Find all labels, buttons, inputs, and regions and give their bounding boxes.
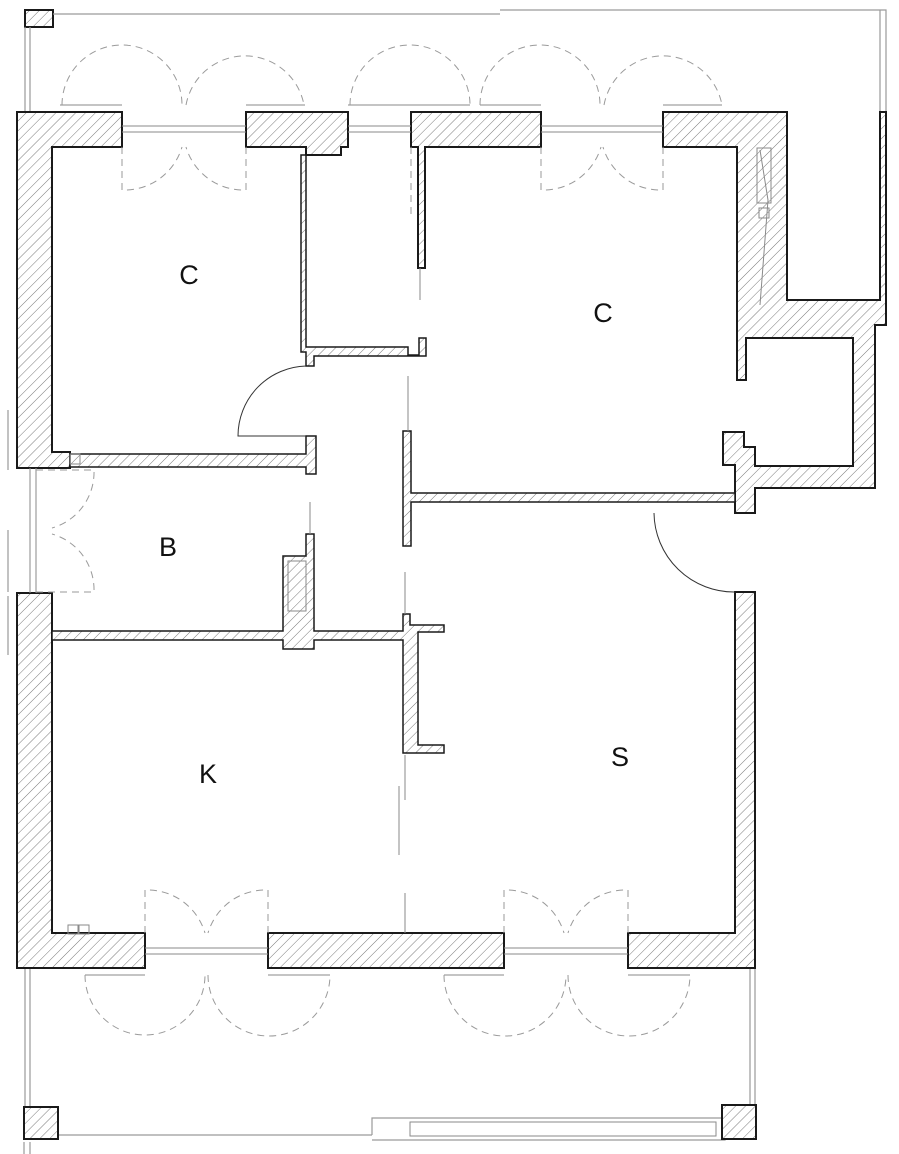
window-swings — [36, 44, 723, 1037]
room-label-kitchen: K — [199, 759, 217, 789]
room-label-bedroom-1: C — [179, 260, 199, 290]
room-labels: C C B K S — [159, 260, 629, 789]
terrace-outline — [23, 9, 887, 1154]
windows — [7, 104, 722, 976]
room-label-bedroom-2: C — [593, 298, 613, 328]
room-label-bathroom: B — [159, 532, 177, 562]
sliding-door-tracks — [67, 147, 772, 935]
interior-walls — [51, 154, 736, 754]
door-swings — [237, 365, 736, 593]
exterior-walls — [16, 111, 887, 969]
room-label-living-room: S — [611, 742, 629, 772]
